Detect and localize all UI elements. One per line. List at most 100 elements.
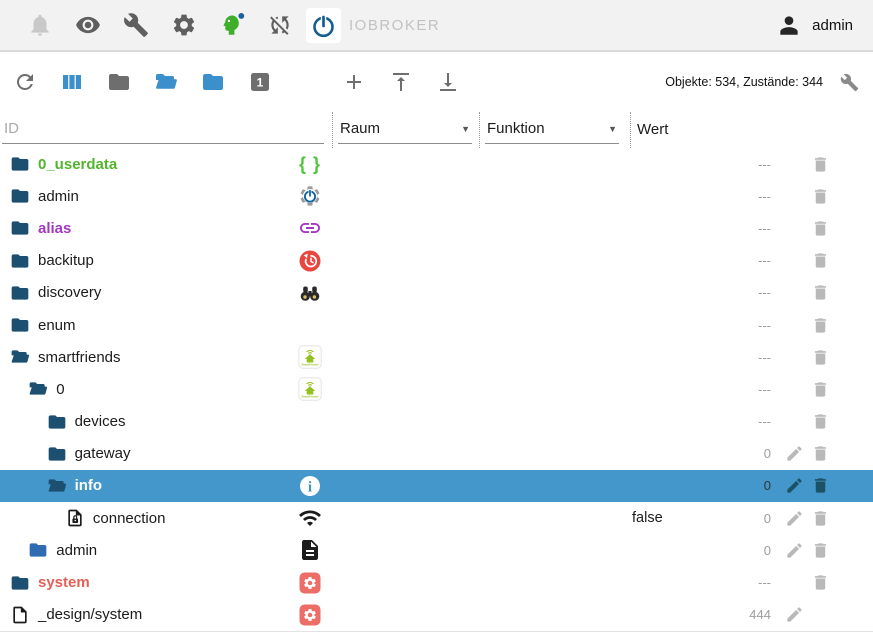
gear-red-icon bbox=[297, 570, 323, 596]
tree-row[interactable]: backitup--- bbox=[0, 245, 873, 277]
folder-icon[interactable] bbox=[10, 283, 30, 303]
tree-row[interactable]: devices--- bbox=[0, 406, 873, 438]
folder-icon[interactable] bbox=[10, 154, 30, 174]
id-filter-input[interactable] bbox=[2, 116, 324, 144]
object-count-value: --- bbox=[758, 285, 771, 301]
toolbar-icon-group: 1 bbox=[13, 70, 460, 94]
tree-row[interactable]: discovery--- bbox=[0, 277, 873, 309]
history-icon bbox=[297, 248, 323, 274]
svg-text:SmartFriends: SmartFriends bbox=[301, 363, 319, 367]
folder-icon[interactable] bbox=[10, 573, 30, 593]
folder-icon[interactable] bbox=[10, 315, 30, 335]
delete-trash-icon[interactable] bbox=[811, 316, 830, 335]
delete-trash-icon[interactable] bbox=[811, 251, 830, 270]
info-circle-icon: i bbox=[297, 473, 323, 499]
delete-trash-icon[interactable] bbox=[811, 155, 830, 174]
delete-trash-icon[interactable] bbox=[811, 509, 830, 528]
tree-row[interactable]: system--- bbox=[0, 566, 873, 598]
delete-trash-icon[interactable] bbox=[811, 283, 830, 302]
sync-disabled-icon[interactable] bbox=[267, 12, 293, 38]
object-id-label: devices bbox=[74, 413, 126, 431]
delete-trash-icon[interactable] bbox=[811, 219, 830, 238]
raum-filter-select[interactable]: Raum ▼ bbox=[338, 116, 472, 144]
vertical-align-bottom-icon[interactable] bbox=[436, 70, 460, 94]
column-settings-wrench-icon[interactable] bbox=[837, 70, 861, 94]
edit-pencil-icon[interactable] bbox=[785, 541, 804, 560]
tree-row[interactable]: admin--- bbox=[0, 180, 873, 212]
filter-wert-cell: Wert bbox=[630, 112, 668, 148]
object-count-value: 0 bbox=[763, 542, 771, 558]
folder-icon[interactable] bbox=[47, 412, 67, 432]
smartfriends-icon: SmartFriends bbox=[297, 344, 323, 370]
tree-row[interactable]: enum--- bbox=[0, 309, 873, 341]
iobroker-logo-icon[interactable] bbox=[306, 7, 341, 43]
filter-raum-cell: Raum ▼ bbox=[332, 112, 479, 148]
bottom-divider bbox=[0, 631, 873, 632]
object-tree: 0_userdata{ }---admin---alias---backitup… bbox=[0, 148, 873, 631]
folder-open-icon[interactable] bbox=[28, 379, 48, 399]
folder-icon[interactable] bbox=[10, 186, 30, 206]
edit-pencil-icon[interactable] bbox=[785, 476, 804, 495]
braces-icon: { } bbox=[298, 154, 321, 175]
svg-text:i: i bbox=[308, 479, 312, 495]
object-count-value: --- bbox=[758, 381, 771, 397]
delete-trash-icon[interactable] bbox=[811, 444, 830, 463]
tree-row[interactable]: _design/system 444 bbox=[0, 599, 873, 631]
host-head-icon[interactable] bbox=[219, 12, 245, 38]
font-size-icon[interactable] bbox=[295, 70, 319, 94]
folder-open-icon[interactable] bbox=[47, 476, 67, 496]
delete-trash-icon[interactable] bbox=[811, 187, 830, 206]
edit-pencil-icon[interactable] bbox=[785, 605, 804, 624]
delete-trash-icon[interactable] bbox=[811, 476, 830, 495]
svg-text:SmartFriends: SmartFriends bbox=[301, 395, 319, 399]
maintenance-wrench-icon[interactable] bbox=[123, 12, 149, 38]
folder-icon[interactable] bbox=[28, 540, 48, 560]
settings-gear-icon[interactable] bbox=[171, 12, 197, 38]
file-icon[interactable] bbox=[10, 605, 30, 625]
object-id-label: backitup bbox=[38, 252, 94, 270]
object-count-value: --- bbox=[758, 317, 771, 333]
user-avatar-icon[interactable] bbox=[776, 12, 802, 38]
collapse-all-folder-icon[interactable] bbox=[107, 70, 131, 94]
object-count-value: --- bbox=[758, 575, 771, 591]
iobroker-gear-icon bbox=[297, 183, 323, 209]
edit-pencil-icon[interactable] bbox=[785, 444, 804, 463]
vertical-align-top-icon[interactable] bbox=[389, 70, 413, 94]
object-id-label: _design/system bbox=[38, 606, 143, 624]
expand-depth-folder-icon[interactable] bbox=[201, 70, 225, 94]
tree-row[interactable]: 0_userdata{ }--- bbox=[0, 148, 873, 180]
view-columns-icon[interactable] bbox=[60, 70, 84, 94]
delete-trash-icon[interactable] bbox=[811, 412, 830, 431]
refresh-icon[interactable] bbox=[13, 70, 37, 94]
state-wert-value: false bbox=[632, 510, 663, 527]
delete-trash-icon[interactable] bbox=[811, 348, 830, 367]
show-level-one-icon[interactable]: 1 bbox=[248, 70, 272, 94]
object-id-label: 0_userdata bbox=[38, 155, 118, 173]
link-icon bbox=[297, 215, 323, 241]
delete-trash-icon[interactable] bbox=[811, 573, 830, 592]
folder-icon[interactable] bbox=[10, 218, 30, 238]
object-id-label: admin bbox=[38, 187, 79, 205]
notifications-bell-icon[interactable] bbox=[27, 12, 53, 38]
folder-icon[interactable] bbox=[10, 251, 30, 271]
doc-icon bbox=[297, 537, 323, 563]
edit-pencil-icon[interactable] bbox=[785, 509, 804, 528]
tree-row[interactable]: alias--- bbox=[0, 212, 873, 244]
object-count-value: --- bbox=[758, 349, 771, 365]
delete-trash-icon[interactable] bbox=[811, 541, 830, 560]
funktion-filter-select[interactable]: Funktion ▼ bbox=[485, 116, 619, 144]
folder-icon[interactable] bbox=[47, 444, 67, 464]
visibility-eye-icon[interactable] bbox=[75, 12, 101, 38]
delete-trash-icon[interactable] bbox=[811, 380, 830, 399]
file-lock-icon[interactable] bbox=[65, 508, 85, 528]
expand-all-folder-icon[interactable] bbox=[154, 70, 178, 94]
folder-open-icon[interactable] bbox=[10, 347, 30, 367]
object-count-value: 444 bbox=[749, 607, 771, 623]
add-object-icon[interactable] bbox=[342, 70, 366, 94]
